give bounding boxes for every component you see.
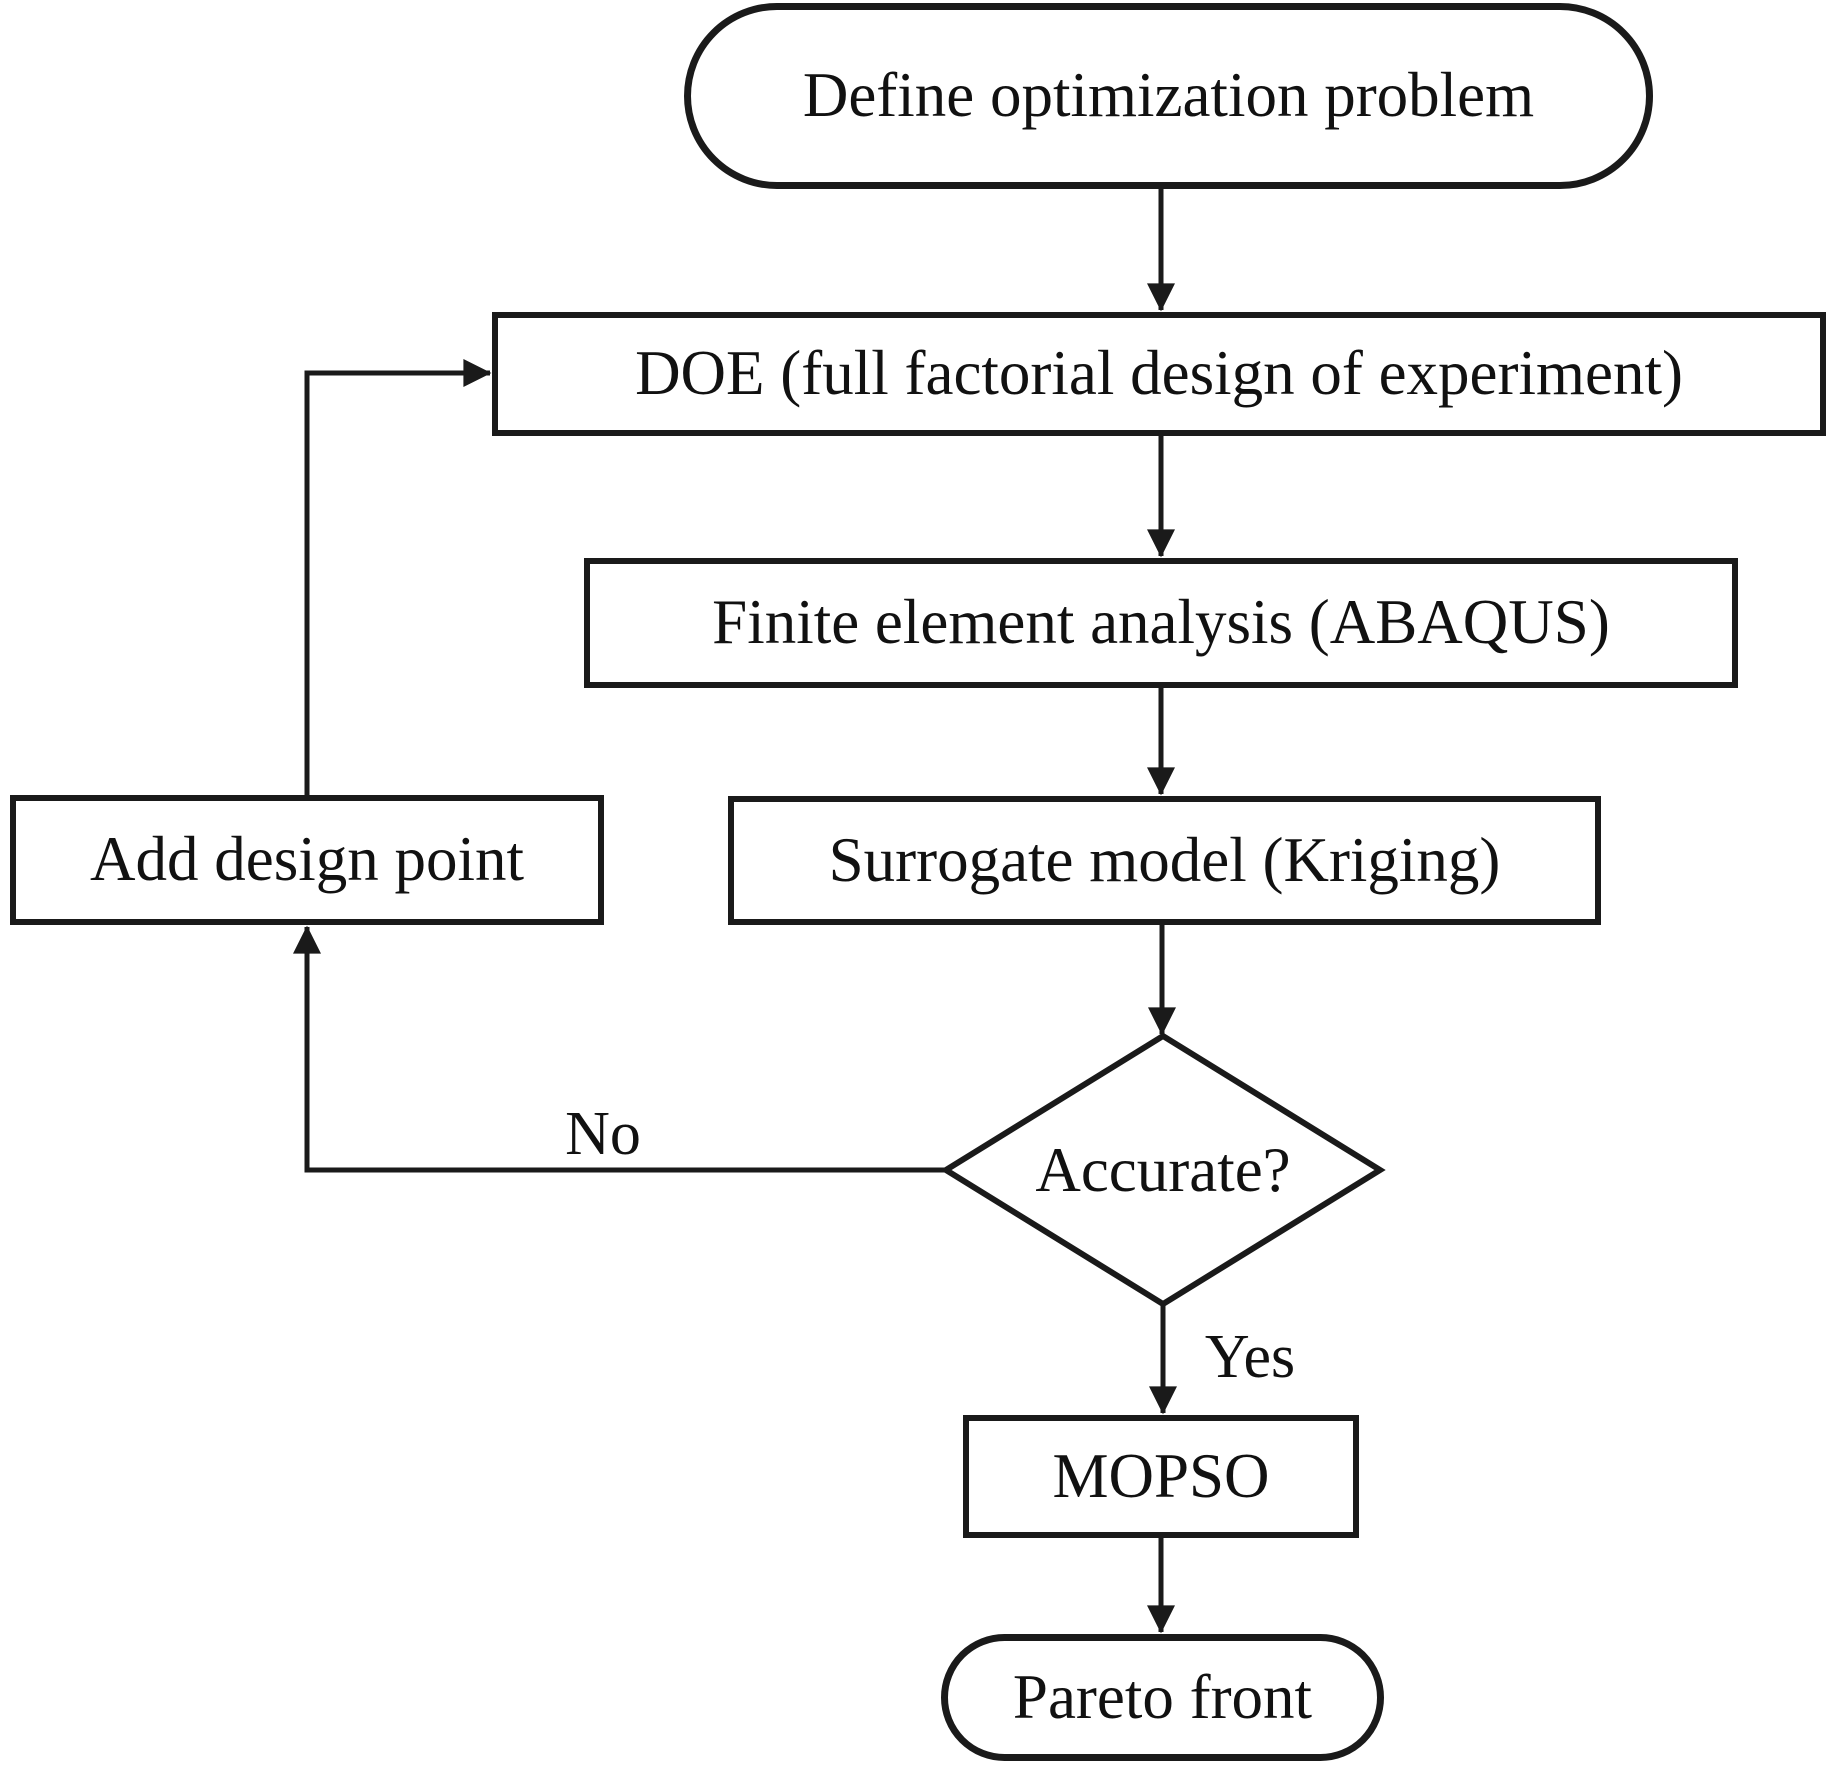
node-surrogate-model: Surrogate model (Kriging) [728,796,1601,925]
node-mopso: MOPSO [963,1415,1359,1538]
node-doe: DOE (full factorial design of experiment… [492,312,1826,436]
decision-diamond-shape [940,1032,1386,1308]
edge-add-point-to-doe [304,359,492,795]
node-define-optimization-problem: Define optimization problem [684,3,1653,189]
node-finite-element-analysis: Finite element analysis (ABAQUS) [584,558,1738,688]
node-decision-accurate-label: Accurate? [1035,1134,1291,1205]
edge-label-no: No [565,1099,641,1168]
node-pareto-front: Pareto front [941,1634,1384,1761]
edge-decision-to-add-point [293,925,946,1173]
node-add-design-point: Add design point [10,795,604,925]
edge-label-yes: Yes [1204,1322,1296,1391]
